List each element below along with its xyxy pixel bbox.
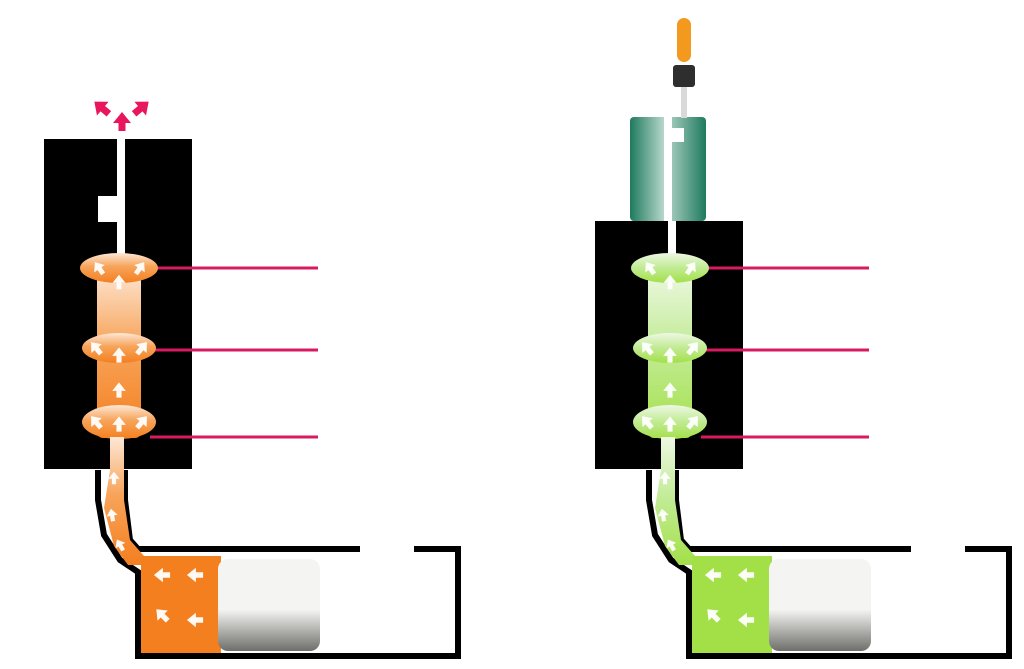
- flow-arrow-icon: [112, 274, 126, 290]
- flow-arrow-icon: [704, 567, 722, 583]
- flow-arrow-icon: [115, 539, 126, 552]
- flow-arrow-icon: [135, 416, 147, 430]
- vent-arrows-icon: [94, 101, 149, 131]
- right-panel: [595, 18, 1012, 659]
- runner: [655, 437, 695, 565]
- flow-arrow-icon: [663, 382, 677, 398]
- flow-arrow-icon: [657, 508, 669, 522]
- flow-arrow-icon: [156, 609, 170, 623]
- flow-arrow-icon: [737, 612, 755, 628]
- flow-arrow-icon: [663, 347, 677, 363]
- flow-arrow-icon: [684, 262, 696, 276]
- flow-arrow-icon: [112, 416, 126, 432]
- flow-arrow-icon: [686, 416, 698, 430]
- piston: [769, 559, 871, 651]
- vent-arrow-icon: [94, 101, 112, 117]
- vent-channel: [117, 134, 125, 254]
- cavity-bulb: [631, 253, 709, 283]
- flow-arrow-icon: [659, 471, 671, 485]
- piston: [218, 559, 320, 651]
- flow-arrow-icon: [135, 342, 147, 356]
- vent-arrow-icon: [131, 101, 149, 117]
- vent-channel: [668, 216, 676, 256]
- flow-arrow-icon: [186, 567, 204, 583]
- needle-collar: [673, 65, 695, 87]
- flow-arrow-icon: [642, 342, 654, 356]
- vent-arrow-icon: [113, 112, 131, 131]
- flow-arrow-icon: [686, 342, 698, 356]
- flow-arrow-icon: [663, 274, 677, 290]
- flow-arrow-icon: [645, 262, 657, 276]
- flow-arrow-icon: [133, 262, 145, 276]
- valve-channel: [664, 117, 684, 221]
- cavity-bulb: [80, 253, 158, 283]
- flow-arrow-icon: [153, 567, 171, 583]
- runner: [104, 437, 144, 565]
- vent-notch: [98, 196, 119, 222]
- flow-arrow-icon: [666, 539, 677, 552]
- flow-arrow-icon: [186, 612, 204, 628]
- flow-arrow-icon: [112, 347, 126, 363]
- injection-chamber: [141, 556, 221, 653]
- flow-arrow-icon: [663, 416, 677, 432]
- flow-arrow-icon: [707, 609, 721, 623]
- flow-arrow-icon: [106, 508, 118, 522]
- right-panel-body: [595, 216, 1012, 659]
- gas-needle: [677, 18, 691, 62]
- flow-arrow-icon: [91, 416, 103, 430]
- flow-arrow-icon: [108, 471, 120, 485]
- flow-arrow-icon: [737, 567, 755, 583]
- flow-arrow-icon: [94, 262, 106, 276]
- injection-chamber: [692, 556, 772, 653]
- needle-stem: [681, 86, 687, 118]
- left-panel: [44, 101, 461, 659]
- flow-arrow-icon: [91, 342, 103, 356]
- flow-arrow-icon: [642, 416, 654, 430]
- flow-arrow-icon: [112, 382, 126, 398]
